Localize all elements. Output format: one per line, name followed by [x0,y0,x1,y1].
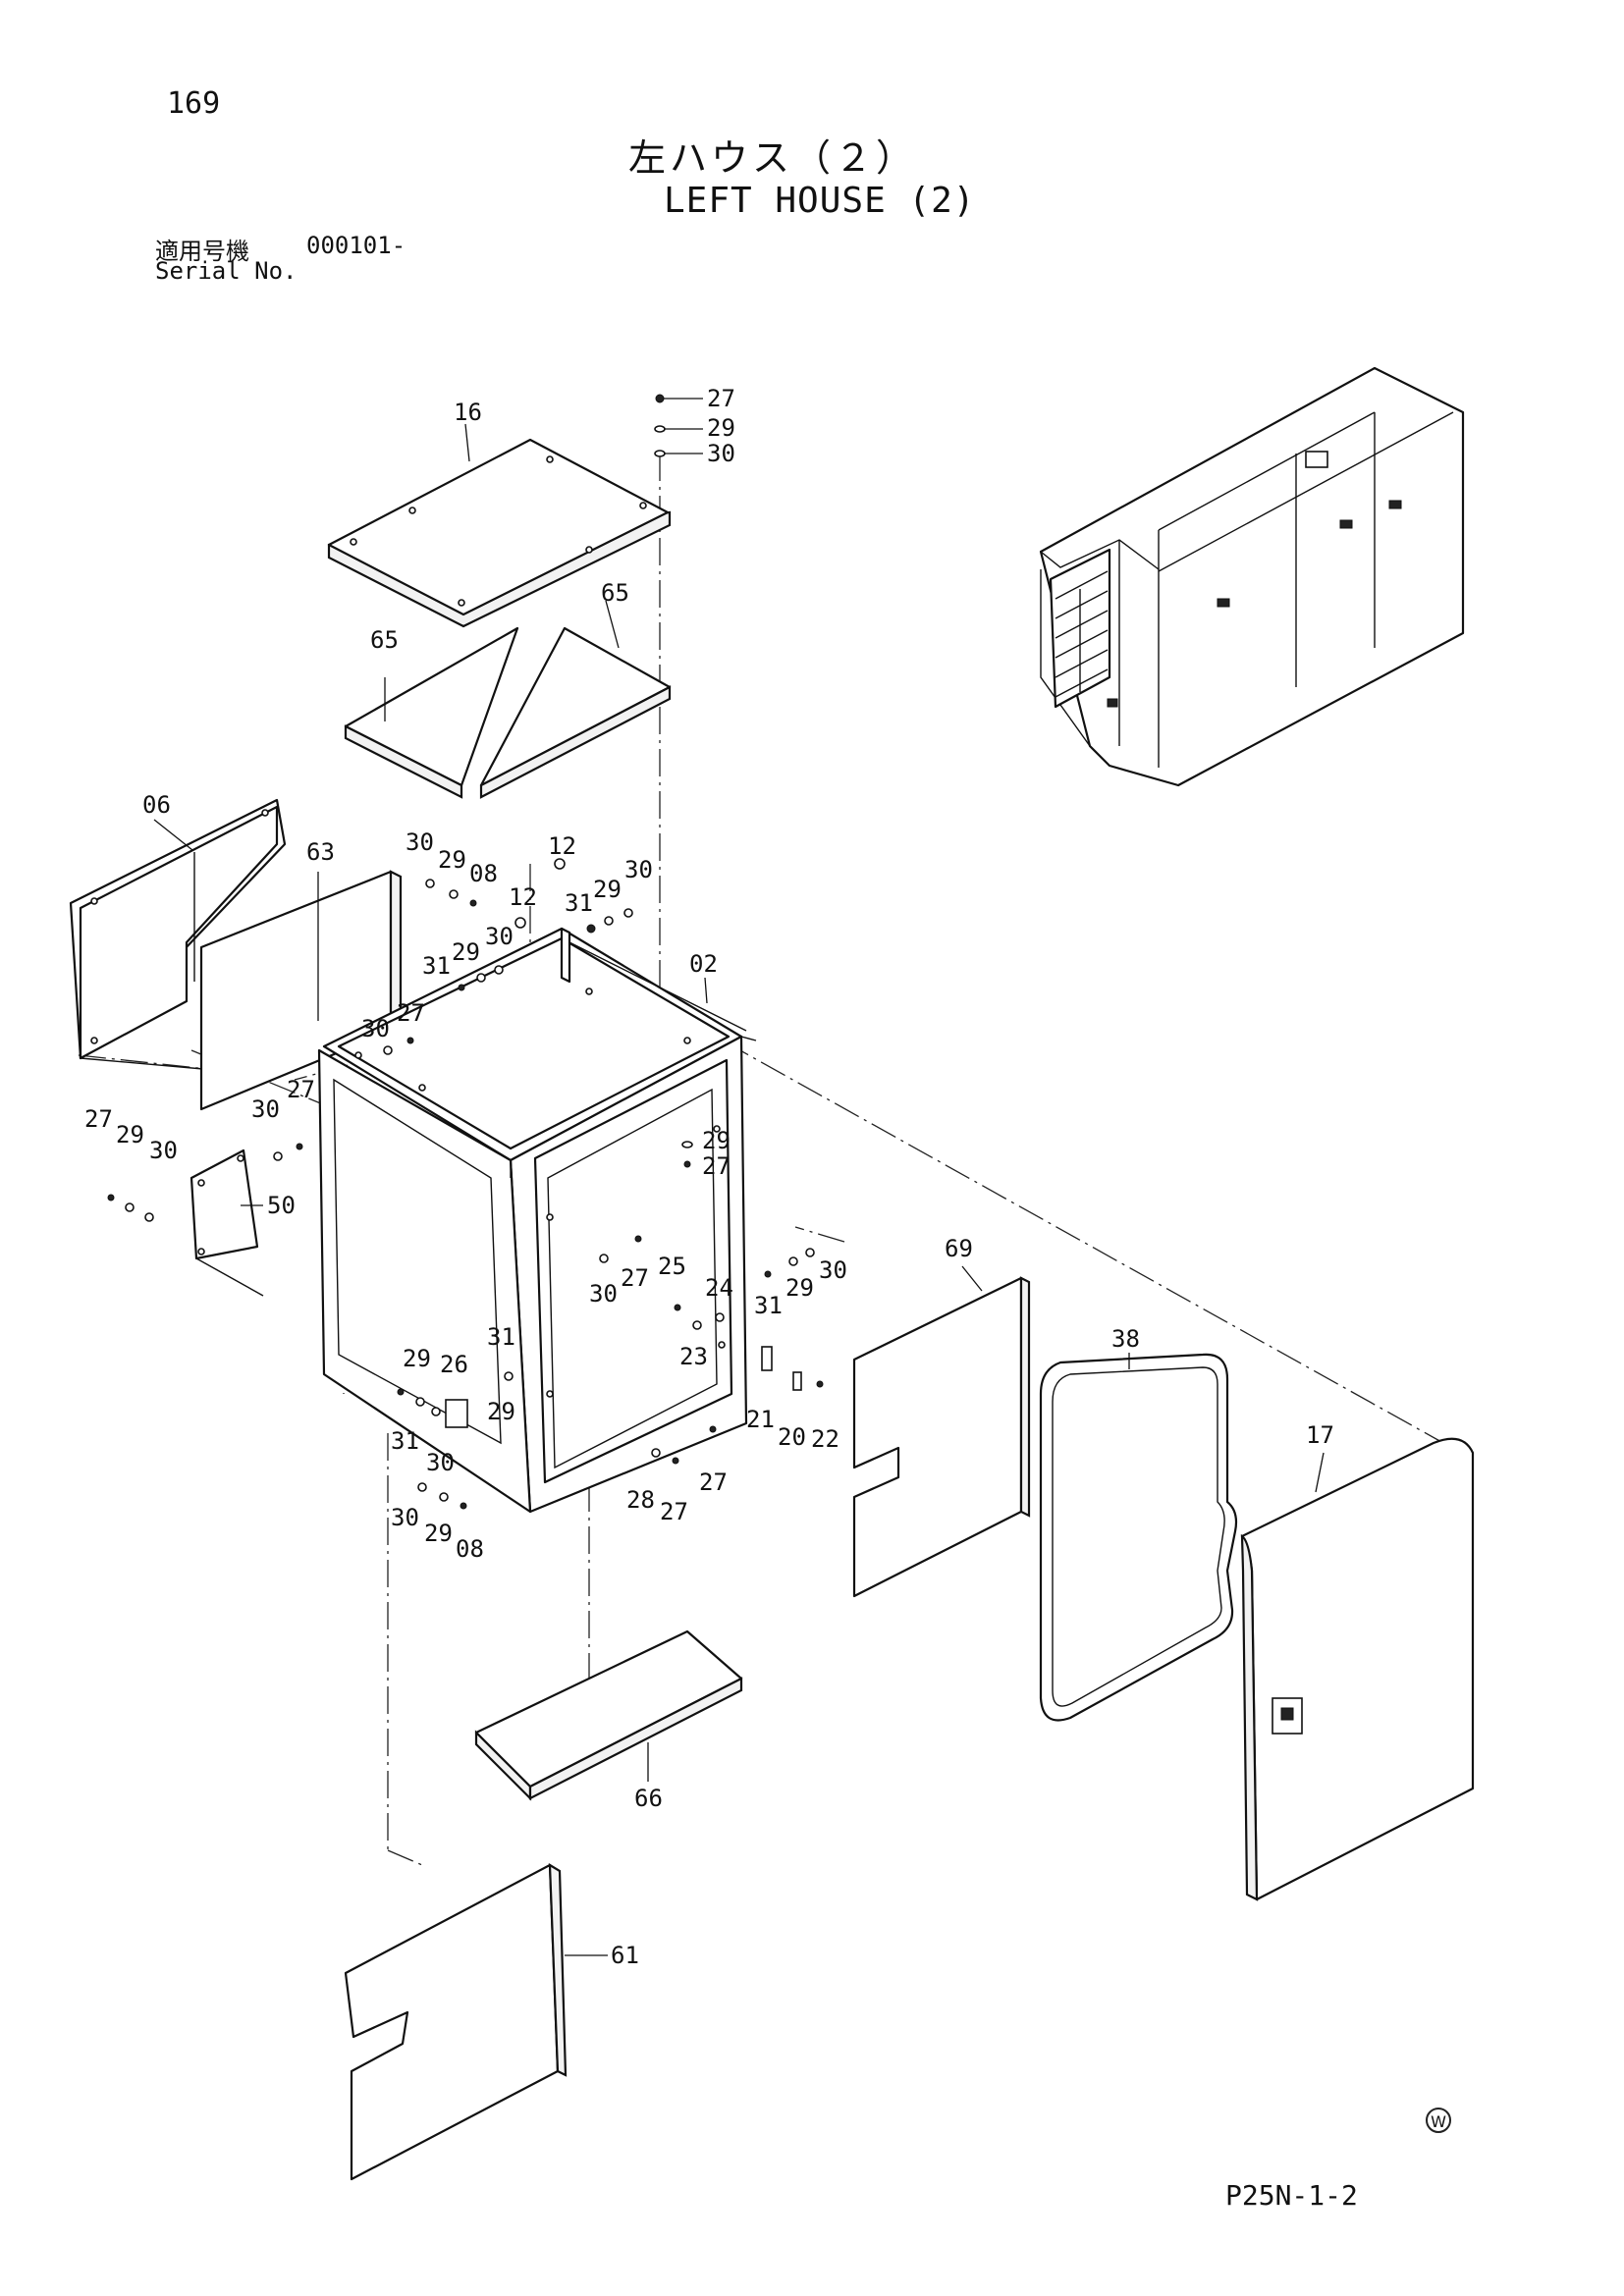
callout-31: 31 [422,952,451,980]
callout-17: 17 [1306,1421,1334,1449]
callout-08: 08 [469,860,498,887]
callout-29: 29 [403,1345,431,1372]
callout-29: 29 [487,1398,515,1425]
hardware-fasteners [107,394,824,1510]
callout-65: 65 [370,626,399,654]
callout-22: 22 [811,1425,839,1453]
serial-label-english: Serial No. [155,257,298,285]
callout-31: 31 [754,1292,783,1319]
serial-label-japanese: 適用号機 [155,238,249,265]
page-number: 169 [167,86,221,121]
leader-lines [153,398,1325,1956]
callout-29: 29 [707,414,735,442]
callout-28: 28 [626,1486,655,1514]
callout-61: 61 [611,1942,639,1969]
callout-25: 25 [658,1253,686,1280]
callout-29: 29 [438,846,466,874]
callout-24: 24 [705,1274,733,1302]
part-61-floor-insulation [344,1863,568,2181]
part-17-door [1240,1437,1475,1901]
callout-29: 29 [116,1121,144,1148]
callout-16: 16 [454,399,482,426]
part-38-door-seal [1039,1353,1238,1722]
callout-38: 38 [1111,1325,1140,1353]
callout-29: 29 [452,938,480,966]
part-69-door-insulation [852,1276,1031,1598]
callout-27: 27 [702,1152,731,1180]
callout-30: 30 [485,923,514,950]
callout-63: 63 [306,838,335,866]
callout-27: 27 [699,1468,728,1496]
callout-69: 69 [945,1235,973,1262]
callout-08: 08 [456,1535,484,1563]
callout-27: 27 [84,1105,113,1133]
part-16-top-cover [327,438,672,628]
callout-30: 30 [251,1095,280,1123]
callout-06: 06 [142,791,171,819]
callout-27: 27 [621,1264,649,1292]
part-66-bottom-insulation [474,1629,743,1801]
callout-31: 31 [391,1427,419,1455]
callout-12: 12 [548,832,576,860]
callout-30: 30 [391,1504,419,1531]
callout-30: 30 [149,1137,178,1164]
part-65-insulation-pads [344,626,672,799]
callout-30: 30 [624,856,653,883]
callout-66: 66 [634,1785,663,1812]
callout-27: 27 [287,1076,315,1103]
callout-30: 30 [361,1015,390,1042]
diagram-title-japanese: 左ハウス（２） [628,136,918,180]
diagram-title-english: LEFT HOUSE (2) [664,181,976,221]
callout-65: 65 [601,579,629,607]
callout-labels: 16 27 29 30 65 65 06 63 30 29 08 12 12 3… [84,385,1334,1969]
callout-30: 30 [406,828,434,856]
callout-30: 30 [707,440,735,467]
callout-30: 30 [819,1256,847,1284]
callout-50: 50 [267,1192,296,1219]
callout-31: 31 [565,889,593,917]
callout-27: 27 [707,385,735,412]
part-06-back-panel [69,798,287,1071]
callout-29: 29 [593,876,622,903]
callout-29: 29 [785,1274,814,1302]
callout-31: 31 [487,1323,515,1351]
part-02-main-frame [317,927,757,1514]
callout-30: 30 [426,1449,455,1476]
callout-12: 12 [509,883,537,911]
callout-29: 29 [702,1127,731,1154]
callout-21: 21 [746,1406,775,1433]
callout-02: 02 [689,950,718,978]
callout-30: 30 [589,1280,618,1308]
inset-house-overview [1039,366,1465,787]
serial-number-value: 000101- [306,232,406,259]
callout-26: 26 [440,1351,468,1378]
callout-29: 29 [424,1520,453,1547]
callout-27: 27 [660,1498,688,1525]
callout-23: 23 [679,1343,708,1370]
callout-20: 20 [778,1423,806,1451]
part-50-cover-plate [189,1148,264,1297]
circled-w-mark: W [1426,2108,1451,2133]
callout-27: 27 [397,999,425,1027]
drawing-code: P25N-1-2 [1225,2179,1358,2212]
